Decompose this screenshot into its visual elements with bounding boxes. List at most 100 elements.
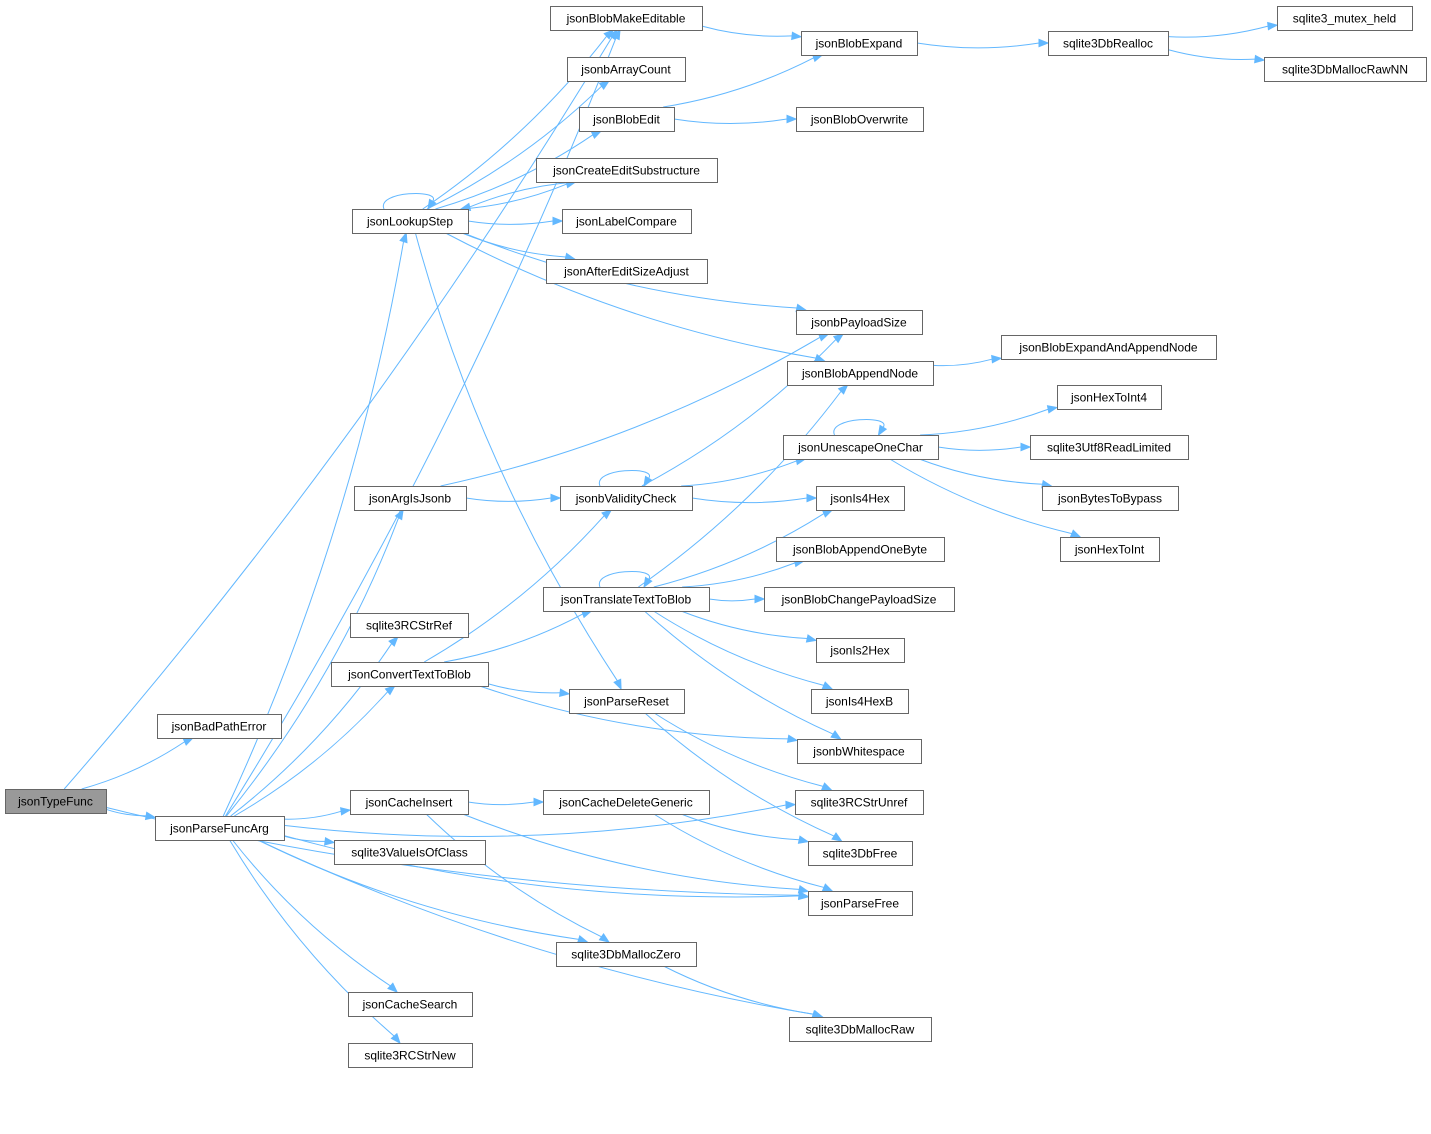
edge-json-translate-text-to-blob-to-json-is4-hex: [653, 509, 834, 588]
node-json-parse-free[interactable]: jsonParseFree: [808, 891, 913, 916]
edge-arrowhead: [806, 493, 818, 503]
node-json-hex-to-int4[interactable]: jsonHexToInt4: [1057, 385, 1162, 410]
node-sqlite3-utf8-read-limited[interactable]: sqlite3Utf8ReadLimited: [1030, 435, 1189, 460]
node-box: [811, 689, 909, 714]
edge-json-type-func-to-json-parse-func-arg: [105, 808, 157, 821]
node-box: [1057, 385, 1162, 410]
edge-json-lookup-step-to-jsonb-array-count: [426, 80, 611, 210]
edge-jsonb-validity-check-to-json-is4-hex: [691, 493, 818, 504]
edge-arrowhead: [601, 509, 613, 520]
node-json-blob-expand[interactable]: jsonBlobExpand: [801, 31, 918, 56]
node-json-parse-func-arg[interactable]: jsonParseFuncArg: [155, 816, 285, 841]
node-json-unescape-one-char[interactable]: jsonUnescapeOneChar: [783, 435, 939, 460]
node-json-type-func[interactable]: jsonTypeFunc: [5, 789, 107, 814]
node-sqlite3-db-malloc-raw[interactable]: sqlite3DbMallocRaw: [789, 1017, 932, 1042]
edge-json-convert-text-to-blob-to-jsonb-whitespace: [479, 685, 799, 744]
node-json-blob-edit[interactable]: jsonBlobEdit: [579, 107, 675, 132]
edge-line: [599, 571, 650, 588]
edge-arrowhead: [812, 1009, 824, 1019]
edge-arrowhead: [791, 31, 803, 41]
node-label: jsonParseReset: [583, 695, 669, 709]
node-jsonb-payload-size[interactable]: jsonbPayloadSize: [796, 310, 923, 335]
node-label: jsonHexToInt4: [1070, 391, 1147, 405]
edge-arrowhead: [324, 836, 336, 846]
edge-json-translate-text-to-blob-to-json-is2-hex: [680, 610, 818, 643]
edge-json-translate-text-to-blob-to-jsonb-whitespace: [644, 610, 842, 740]
node-sqlite3-db-realloc[interactable]: sqlite3DbRealloc: [1048, 31, 1169, 56]
edge-json-parse-reset-to-sqlite3-db-free: [644, 712, 843, 842]
node-json-blob-expand-and-append-node[interactable]: jsonBlobExpandAndAppendNode: [1001, 335, 1217, 360]
node-sqlite3-rcstr-unref[interactable]: sqlite3RCStrUnref: [795, 790, 924, 815]
node-json-blob-overwrite[interactable]: jsonBlobOverwrite: [796, 107, 924, 132]
node-label: jsonConvertTextToBlob: [347, 668, 471, 682]
node-box: [1264, 57, 1427, 82]
node-jsonb-whitespace[interactable]: jsonbWhitespace: [797, 739, 922, 764]
node-json-arg-is-jsonb[interactable]: jsonArgIsJsonb: [354, 486, 467, 511]
node-label: jsonTypeFunc: [17, 795, 93, 809]
node-label: jsonBlobChangePayloadSize: [781, 593, 937, 607]
edge-json-parse-func-arg-to-json-cache-search: [232, 839, 399, 993]
edge-line: [226, 517, 400, 817]
edge-json-blob-edit-to-json-blob-expand: [663, 53, 824, 108]
node-box: [331, 662, 489, 687]
node-sqlite3-value-is-of-class[interactable]: sqlite3ValueIsOfClass: [334, 840, 486, 865]
node-label: jsonbWhitespace: [812, 745, 905, 759]
node-sqlite3-db-malloc-raw-nn[interactable]: sqlite3DbMallocRawNN: [1264, 57, 1427, 82]
node-label: jsonAfterEditSizeAdjust: [563, 265, 689, 279]
edge-json-type-func-to-json-bad-path-error: [81, 737, 195, 790]
edge-json-unescape-one-char-to-json-unescape-one-char: [833, 419, 888, 437]
node-json-translate-text-to-blob[interactable]: jsonTranslateTextToBlob: [543, 587, 710, 612]
node-json-is4-hex-b[interactable]: jsonIs4HexB: [811, 689, 909, 714]
edge-line: [467, 220, 554, 225]
node-json-parse-reset[interactable]: jsonParseReset: [569, 689, 685, 714]
node-json-blob-change-payload-size[interactable]: jsonBlobChangePayloadSize: [764, 587, 955, 612]
node-sqlite3-db-free[interactable]: sqlite3DbFree: [808, 841, 913, 866]
node-label: jsonBlobEdit: [592, 113, 660, 127]
node-json-cache-search[interactable]: jsonCacheSearch: [348, 992, 473, 1017]
node-json-bad-path-error[interactable]: jsonBadPathError: [157, 714, 282, 739]
node-json-blob-append-node[interactable]: jsonBlobAppendNode: [787, 361, 934, 386]
node-label: jsonArgIsJsonb: [368, 492, 451, 506]
node-json-blob-make-editable[interactable]: jsonBlobMakeEditable: [550, 6, 703, 31]
edge-line: [708, 598, 756, 602]
node-label: jsonCacheInsert: [365, 796, 453, 810]
node-json-lookup-step[interactable]: jsonLookupStep: [352, 209, 469, 234]
node-json-create-edit-substructure[interactable]: jsonCreateEditSubstructure: [536, 158, 718, 183]
node-json-after-edit-size-adjust[interactable]: jsonAfterEditSizeAdjust: [546, 259, 708, 284]
edge-arrowhead: [552, 216, 564, 226]
edge-arrowhead: [1046, 405, 1059, 414]
node-sqlite3-rcstr-new[interactable]: sqlite3RCStrNew: [348, 1043, 473, 1068]
node-jsonb-validity-check[interactable]: jsonbValidityCheck: [560, 486, 693, 511]
node-json-convert-text-to-blob[interactable]: jsonConvertTextToBlob: [331, 662, 489, 687]
edge-json-cache-delete-generic-to-json-parse-free: [653, 813, 834, 892]
node-label: jsonBytesToBypass: [1057, 492, 1162, 506]
edge-line: [435, 134, 594, 210]
node-json-hex-to-int[interactable]: jsonHexToInt: [1060, 537, 1160, 562]
node-json-label-compare[interactable]: jsonLabelCompare: [562, 209, 692, 234]
node-json-cache-delete-generic[interactable]: jsonCacheDeleteGeneric: [543, 790, 710, 815]
node-json-blob-append-one-byte[interactable]: jsonBlobAppendOneByte: [776, 537, 945, 562]
edge-line: [653, 813, 825, 888]
node-box: [5, 789, 107, 814]
node-label: sqlite3RCStrNew: [364, 1049, 456, 1063]
edge-arrowhead: [1038, 38, 1050, 48]
node-json-is2-hex[interactable]: jsonIs2Hex: [816, 638, 905, 663]
edge-line: [673, 118, 788, 124]
node-label: jsonBlobMakeEditable: [566, 12, 686, 26]
node-json-bytes-to-bypass[interactable]: jsonBytesToBypass: [1042, 486, 1179, 511]
node-sqlite3-mutex-held[interactable]: sqlite3_mutex_held: [1277, 6, 1413, 31]
node-sqlite3-rcstr-ref[interactable]: sqlite3RCStrRef: [350, 613, 469, 638]
node-label: sqlite3DbMallocRawNN: [1282, 63, 1408, 77]
node-json-cache-insert[interactable]: jsonCacheInsert: [350, 790, 469, 815]
node-jsonb-array-count[interactable]: jsonbArrayCount: [567, 57, 686, 82]
node-box: [569, 689, 685, 714]
edge-line: [440, 336, 821, 487]
node-box: [334, 840, 486, 865]
node-label: jsonIs2Hex: [829, 644, 889, 658]
node-box: [808, 841, 913, 866]
edge-line: [916, 42, 1040, 49]
node-sqlite3-db-malloc-zero[interactable]: sqlite3DbMallocZero: [556, 942, 697, 967]
node-json-is4-hex[interactable]: jsonIs4Hex: [816, 486, 905, 511]
node-box: [787, 361, 934, 386]
edge-line: [919, 458, 1043, 485]
